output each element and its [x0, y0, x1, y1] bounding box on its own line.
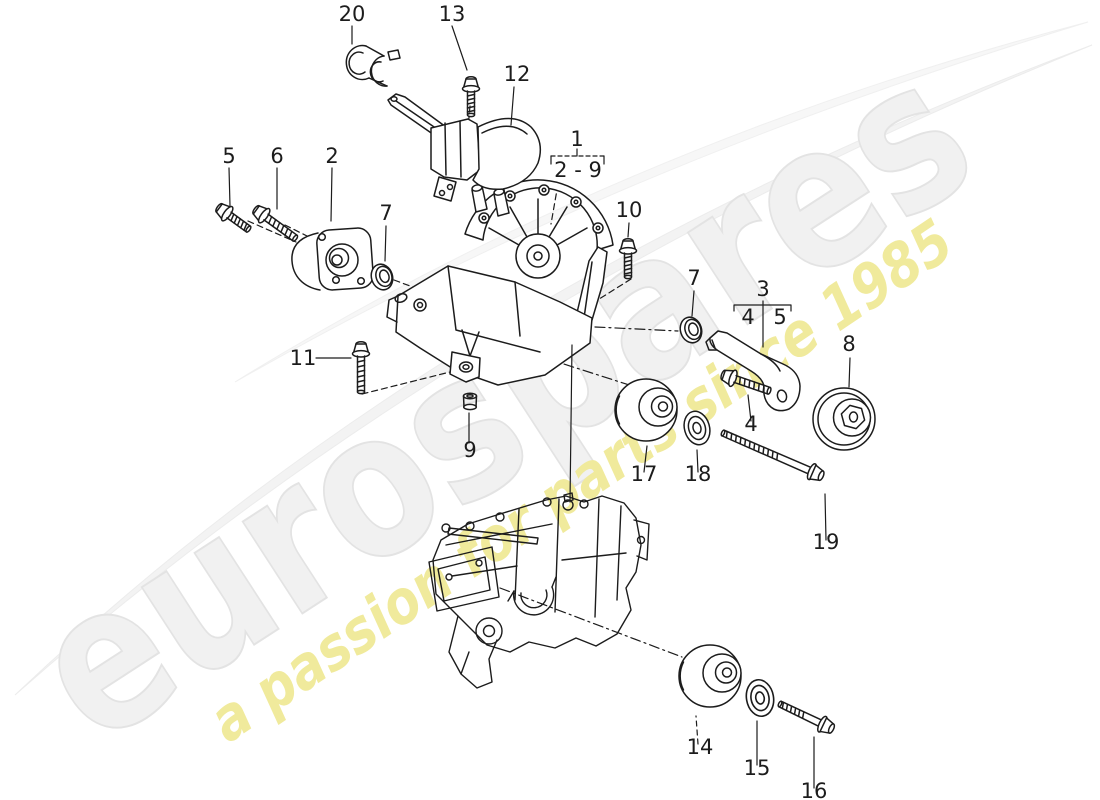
part-label-8: 8 [842, 332, 855, 356]
part-19-bolt [717, 423, 828, 486]
part-label-11: 11 [290, 346, 317, 370]
part-label-18: 18 [685, 462, 712, 486]
part-15-washer [742, 676, 778, 720]
part-20-clamp [345, 44, 401, 87]
part-17-pulley [614, 378, 678, 442]
part-14-pulley [678, 644, 742, 708]
bracket-assembly [386, 179, 614, 386]
swoosh-lower [14, 44, 1093, 696]
leader-lines-dashed [247, 105, 699, 745]
diagram-ink [211, 25, 876, 789]
part-label-13: 13 [439, 2, 466, 26]
part-label-1: 1 [570, 127, 583, 151]
part-labels: 20 13 12 5 6 2 7 1 2 - 9 10 11 9 7 3 4 5… [222, 2, 855, 800]
part-label-6: 6 [270, 144, 283, 168]
part-9-plug [462, 392, 478, 411]
leader-lines-solid [228, 25, 851, 789]
part-label-17: 17 [631, 462, 658, 486]
part-label-10: 10 [616, 198, 643, 222]
engine-block [428, 492, 650, 689]
part-12-shield [387, 93, 542, 202]
part-label-2: 2 [325, 144, 338, 168]
watermark: eurospares a passion for parts since 198… [0, 15, 1093, 789]
part-label-14: 14 [687, 735, 714, 759]
part-8-pulley [812, 387, 876, 451]
part-label-9: 9 [463, 438, 476, 462]
part-label-4: 4 [741, 305, 754, 329]
part-label-19: 19 [813, 530, 840, 554]
part-label-3: 3 [756, 277, 769, 301]
swoosh-upper [234, 21, 1089, 383]
part-13-bolt [461, 76, 481, 118]
part-3-tensioner-arm [705, 330, 801, 412]
part-label-4b: 4 [744, 412, 757, 436]
part-label-5: 5 [222, 144, 235, 168]
part-16-bolt [774, 694, 838, 738]
part-label-20: 20 [339, 2, 366, 26]
part-label-12: 12 [504, 62, 531, 86]
part-label-16: 16 [801, 779, 828, 800]
part-label-7b: 7 [687, 266, 700, 290]
part-label-5b: 5 [773, 305, 786, 329]
part-label-7: 7 [379, 201, 392, 225]
part-label-range-2-9: 2 - 9 [554, 158, 602, 182]
part-2-damper [291, 227, 374, 291]
part-6-bolt [248, 201, 303, 247]
part-5-bolt [211, 199, 256, 238]
part-label-15: 15 [744, 756, 771, 780]
